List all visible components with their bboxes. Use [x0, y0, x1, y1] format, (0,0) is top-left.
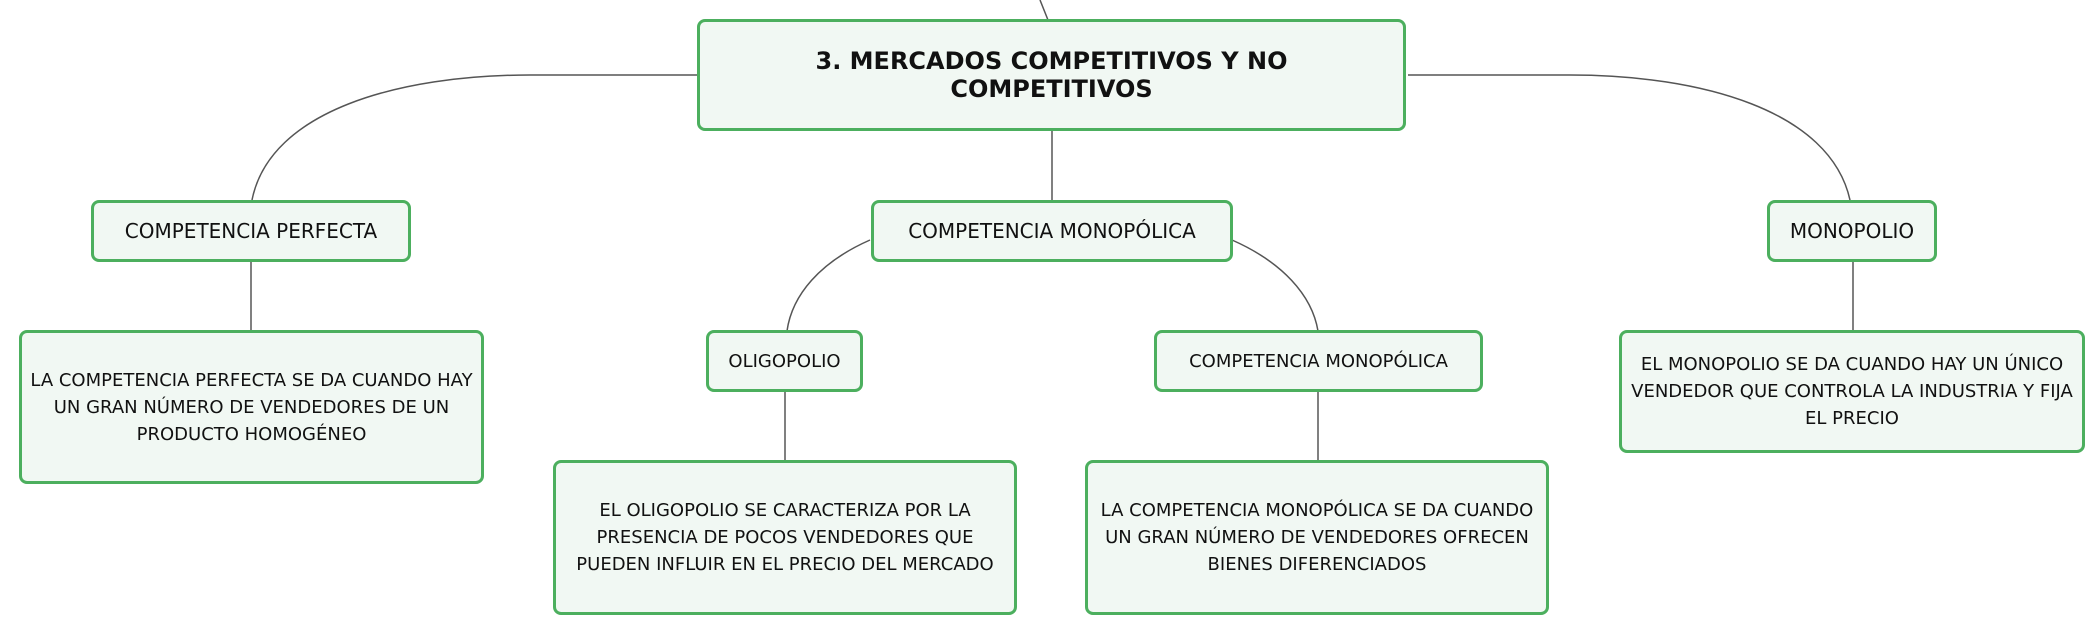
connector-parent-root	[1039, 0, 1049, 21]
subtopic-oligopolio[interactable]: OLIGOPOLIO	[706, 330, 863, 392]
subtopic-competencia-monopolica[interactable]: COMPETENCIA MONOPÓLICA	[1154, 330, 1483, 392]
monopolio-description-node[interactable]: EL MONOPOLIO SE DA CUANDO HAY UN ÚNICO V…	[1619, 330, 2085, 453]
connector-root-competencia-perfecta	[251, 74, 700, 201]
competencia-monopolica-description-node[interactable]: LA COMPETENCIA MONOPÓLICA SE DA CUANDO U…	[1085, 460, 1549, 615]
topic-monopolio[interactable]: MONOPOLIO	[1767, 200, 1937, 262]
connector-root-monopolio	[1408, 74, 1851, 201]
root-topic-node[interactable]: 3. MERCADOS COMPETITIVOS Y NO COMPETITIV…	[697, 19, 1406, 131]
connector-competencia-monopolica-oligopolio	[786, 239, 871, 332]
competencia-perfecta-description-node[interactable]: LA COMPETENCIA PERFECTA SE DA CUANDO HAY…	[19, 330, 484, 484]
topic-competencia-monopolica[interactable]: COMPETENCIA MONOPÓLICA	[871, 200, 1233, 262]
connector-competencia-monopolica-child	[1231, 239, 1319, 332]
topic-competencia-perfecta[interactable]: COMPETENCIA PERFECTA	[91, 200, 411, 262]
oligopolio-description-node[interactable]: EL OLIGOPOLIO SE CARACTERIZA POR LA PRES…	[553, 460, 1017, 615]
